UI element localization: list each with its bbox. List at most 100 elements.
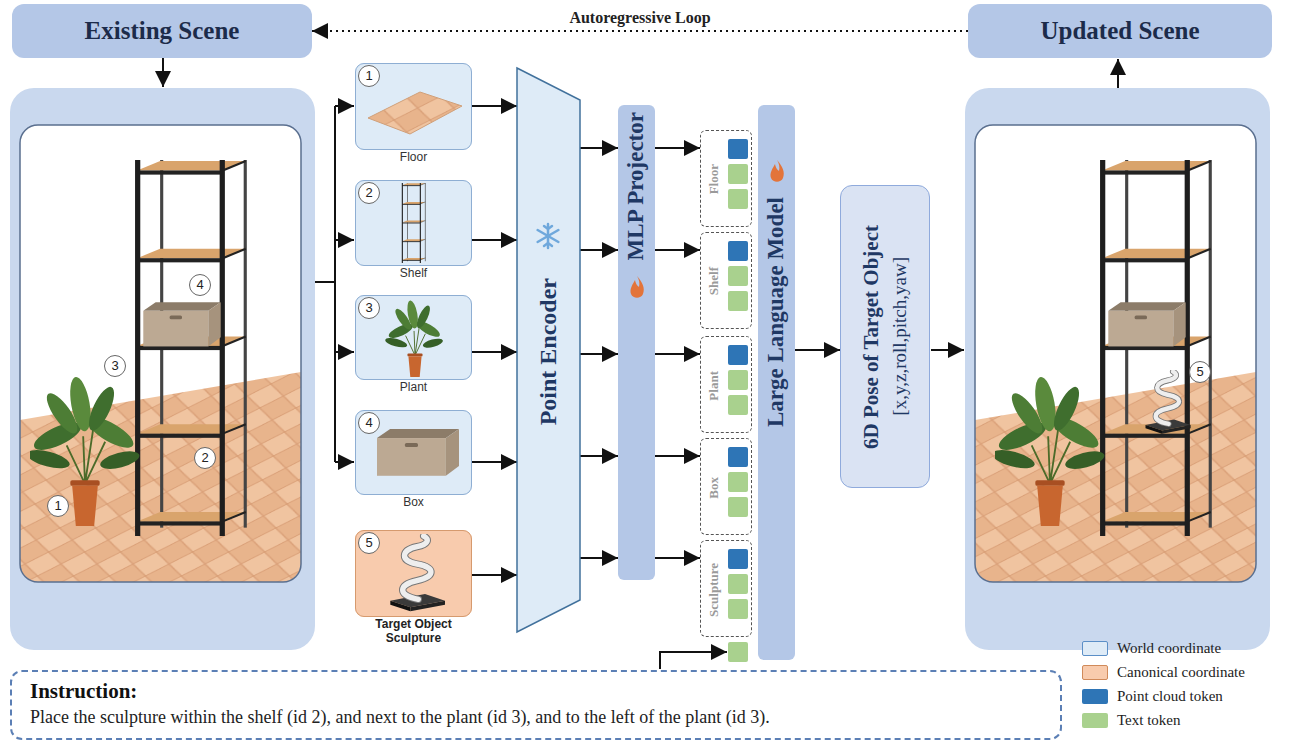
text-token <box>728 395 748 415</box>
text-holder: Floor <box>701 164 727 197</box>
trainable-icon <box>630 276 643 298</box>
object-caption: Plant <box>346 381 481 395</box>
token-group: Plant <box>700 336 752 433</box>
scene-title: Existing Scene <box>85 17 240 45</box>
callout-number: 2 <box>194 447 216 469</box>
text-token <box>728 370 748 390</box>
group-name: Shelf <box>707 267 721 295</box>
text-holder: Sculpture <box>701 563 727 620</box>
text-token <box>728 189 748 209</box>
connector <box>580 353 618 355</box>
token-group: Sculpture <box>700 540 752 637</box>
callout-number: 3 <box>358 297 380 319</box>
text-holder: Shelf <box>701 267 727 298</box>
point-cloud-token <box>728 345 748 365</box>
connector <box>655 353 700 355</box>
group-name: Floor <box>707 164 721 194</box>
group-name: Plant <box>707 371 721 401</box>
title-box: Updated Scene <box>968 4 1272 58</box>
object-caption: Box <box>346 496 481 510</box>
legend-swatch <box>1082 665 1108 680</box>
legend-swatch <box>1082 689 1108 704</box>
text-token <box>728 472 748 492</box>
callout-number: 5 <box>1189 361 1211 383</box>
text-holder: Point Encoder <box>517 278 580 428</box>
model-blocks <box>517 68 795 662</box>
plant-picture <box>25 375 141 526</box>
legend-swatch <box>1082 641 1108 656</box>
connector <box>655 455 700 457</box>
block-name: Point Encoder <box>536 278 561 425</box>
box-picture <box>143 302 220 346</box>
connector <box>580 557 618 559</box>
token-group: Box <box>700 438 752 535</box>
legend-row: Canonical coordinate <box>1082 660 1245 684</box>
existing-scene-panel <box>10 88 315 650</box>
connector <box>655 249 700 251</box>
object-caption: Target Object Sculpture <box>346 618 481 646</box>
point-cloud-token <box>728 241 748 261</box>
shelf-picture <box>135 160 247 536</box>
instruction-heading: Instruction: <box>30 679 1042 704</box>
callout-number: 4 <box>358 412 380 434</box>
point-cloud-token <box>728 549 748 569</box>
connector <box>655 557 700 559</box>
callout-number: 1 <box>47 495 69 517</box>
legend: World coordinateCanonical coordinatePoin… <box>1082 636 1245 732</box>
llm-bar: Large Language Model <box>758 105 795 660</box>
object-caption: Shelf <box>346 267 481 281</box>
connector <box>472 574 517 576</box>
text-token <box>728 599 748 619</box>
output-name: 6D Pose of Target Object <box>860 225 882 449</box>
callout-number: 5 <box>358 532 380 554</box>
callout-number: 4 <box>189 274 211 296</box>
connector <box>472 105 517 107</box>
instruction-text: Place the sculpture within the shelf (id… <box>30 707 1042 729</box>
callout-number: 2 <box>358 182 380 204</box>
legend-row: World coordinate <box>1082 636 1245 660</box>
point-cloud-token <box>728 139 748 159</box>
updated-scene-panel <box>965 88 1270 650</box>
connector <box>795 349 840 351</box>
legend-text: Canonical coordinate <box>1117 664 1245 681</box>
text-token <box>728 266 748 286</box>
connector-label: Autoregressive Loop <box>564 8 715 27</box>
block-name: MLP Projector <box>624 112 648 260</box>
group-name: Box <box>707 477 721 499</box>
trapezoid-outline <box>517 68 580 632</box>
connector <box>655 147 700 149</box>
legend-text: World coordinate <box>1117 640 1221 657</box>
connector <box>580 249 618 251</box>
shelf-picture <box>1100 160 1212 536</box>
legend-text: Text token <box>1117 712 1181 729</box>
token-group: Shelf <box>700 232 752 329</box>
point-cloud-token <box>728 447 748 467</box>
token-group: Floor <box>700 130 752 227</box>
scene-title: Updated Scene <box>1040 17 1199 45</box>
title-box: Existing Scene <box>12 4 312 58</box>
trainable-icon <box>770 160 783 182</box>
instruction-box: Instruction: Place the sculpture within t… <box>10 670 1062 740</box>
text-token <box>728 497 748 517</box>
block-name: Large Language Model <box>764 197 788 427</box>
text-holder: Large Language Model <box>758 197 795 430</box>
callout-number: 3 <box>104 355 126 377</box>
callout-number: 1 <box>358 65 380 87</box>
sculpture-picture <box>1146 372 1191 434</box>
frozen-icon <box>538 224 559 248</box>
text-holder: Box <box>701 477 727 502</box>
group-name: Sculpture <box>707 563 721 617</box>
connector <box>472 351 517 353</box>
connector <box>580 147 618 149</box>
encoder-trapezoid: Point Encoder <box>517 68 580 632</box>
connector <box>312 30 968 32</box>
projector-bar: MLP Projector <box>618 105 655 580</box>
text-holder: MLP Projector <box>618 112 655 263</box>
object-caption: Floor <box>346 151 481 165</box>
legend-text: Point cloud token <box>1117 688 1223 705</box>
pose-vector: [x,y,z,roll,pitch,yaw] <box>890 257 910 416</box>
text-token <box>728 642 748 662</box>
